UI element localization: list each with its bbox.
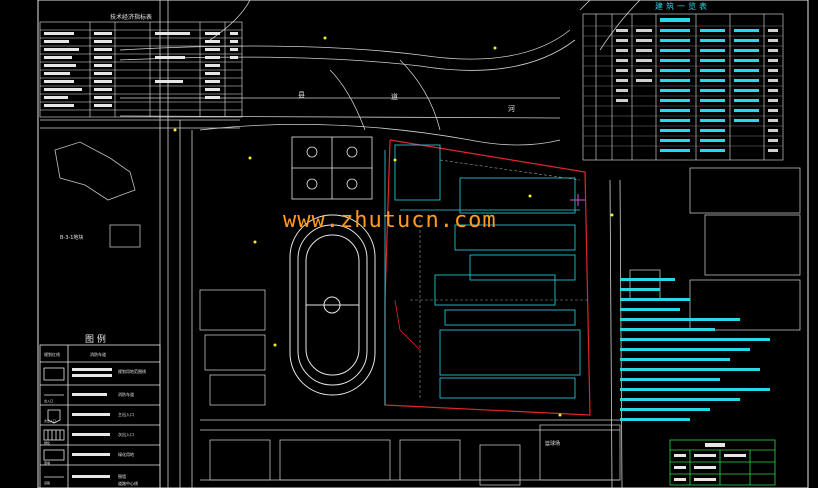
legend-item-6: 围墙 — [118, 474, 126, 479]
road-label: 县 — [298, 91, 305, 99]
sports-label: 篮球场 — [545, 441, 561, 447]
campus-buildings — [384, 144, 581, 405]
design-notes — [620, 278, 770, 421]
legend-title: 图 例 — [85, 335, 106, 345]
legend-symbol-2: 消防车道 — [90, 352, 106, 357]
entrance-markers — [173, 36, 614, 417]
road-label-2: 道 — [391, 93, 398, 101]
legend-item-5: 绿化用地 — [118, 452, 134, 457]
legend-item-4: 次出入口 — [118, 432, 134, 437]
basketball-courts — [291, 136, 373, 200]
legend-symbol-6: 围墙 — [44, 461, 51, 465]
legend-symbol-4: 次出入口 — [44, 419, 57, 423]
drawing-frame — [37, 0, 809, 488]
road-lines — [40, 0, 641, 488]
schedule-table — [582, 13, 784, 161]
running-track — [289, 214, 376, 396]
schedule-rows — [660, 18, 759, 152]
index-title: 技术经济指标表 — [110, 14, 153, 21]
legend-item-2: 消防车道 — [118, 392, 134, 397]
site-boundary-line — [384, 139, 591, 416]
legend-symbol-5: 绿化 — [44, 441, 51, 445]
legend-item-7: 道路中心线 — [118, 481, 138, 486]
legend-symbol-1: 规划红线 — [44, 352, 60, 357]
left-buildings — [54, 141, 521, 486]
watermark-text: www.zhutucn.com — [283, 208, 497, 233]
legend-symbol-7: 道路 — [44, 481, 51, 485]
drawing-stamp-table — [669, 439, 776, 486]
schedule-title: 建筑一览表 — [655, 2, 710, 11]
legend-item-3: 主出入口 — [118, 412, 134, 417]
index-rows — [44, 32, 238, 107]
right-buildings — [539, 167, 801, 481]
index-table — [39, 21, 243, 118]
river-label: 河 — [508, 105, 515, 113]
lot-label: B-3-1地块 — [60, 235, 84, 241]
legend-table — [39, 344, 161, 488]
legend-item-1: 规划用地范围线 — [118, 369, 146, 374]
legend-symbol-3: 出入口 — [44, 399, 54, 403]
